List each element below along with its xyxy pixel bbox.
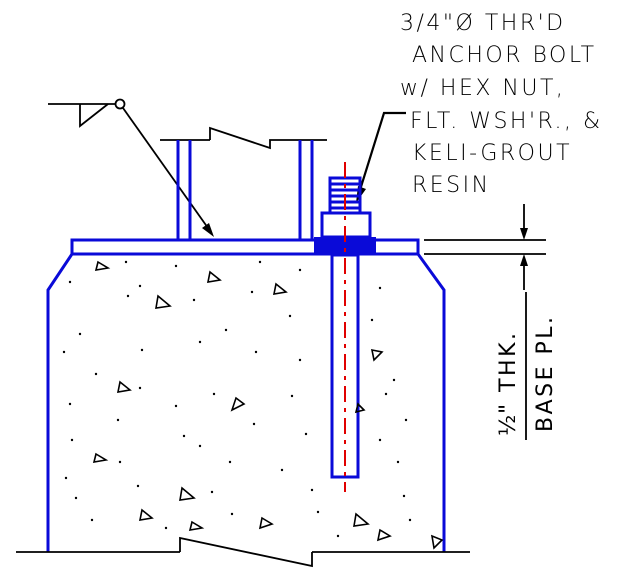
steel-column [160, 126, 327, 240]
callout-line-4: FLT. WSH'R., & [410, 109, 603, 134]
base-plate-text: BASE PL. [533, 314, 558, 432]
weld-symbol [48, 98, 214, 237]
weld-arrowhead [202, 223, 214, 237]
callout-leader [356, 111, 406, 203]
callout-line-2: ANCHOR BOLT [412, 43, 597, 68]
callout-line-1: 3/4"Ø THR'D [400, 11, 566, 36]
thickness-fraction: ½ [496, 412, 521, 436]
anchor-bolt-shaft [330, 253, 360, 479]
ground-line [16, 536, 470, 568]
grout-pad [314, 237, 376, 255]
concrete-dots [62, 260, 412, 538]
plate-thickness-label: ½ " THK. BASE PL. [496, 292, 558, 440]
concrete-pier [46, 253, 446, 552]
callout-line-5: KELI-GROUT [412, 141, 572, 166]
concrete-aggregate [92, 260, 444, 550]
plate-thickness-dimension [424, 204, 546, 290]
base-plate [70, 238, 420, 256]
callout-line-3: w/ HEX NUT, [400, 76, 565, 101]
thickness-text: " THK. [496, 330, 521, 414]
callout-line-6: RESIN [412, 173, 491, 198]
anchor-bolt-callout: 3/4"Ø THR'D ANCHOR BOLT w/ HEX NUT, FLT.… [400, 11, 603, 198]
